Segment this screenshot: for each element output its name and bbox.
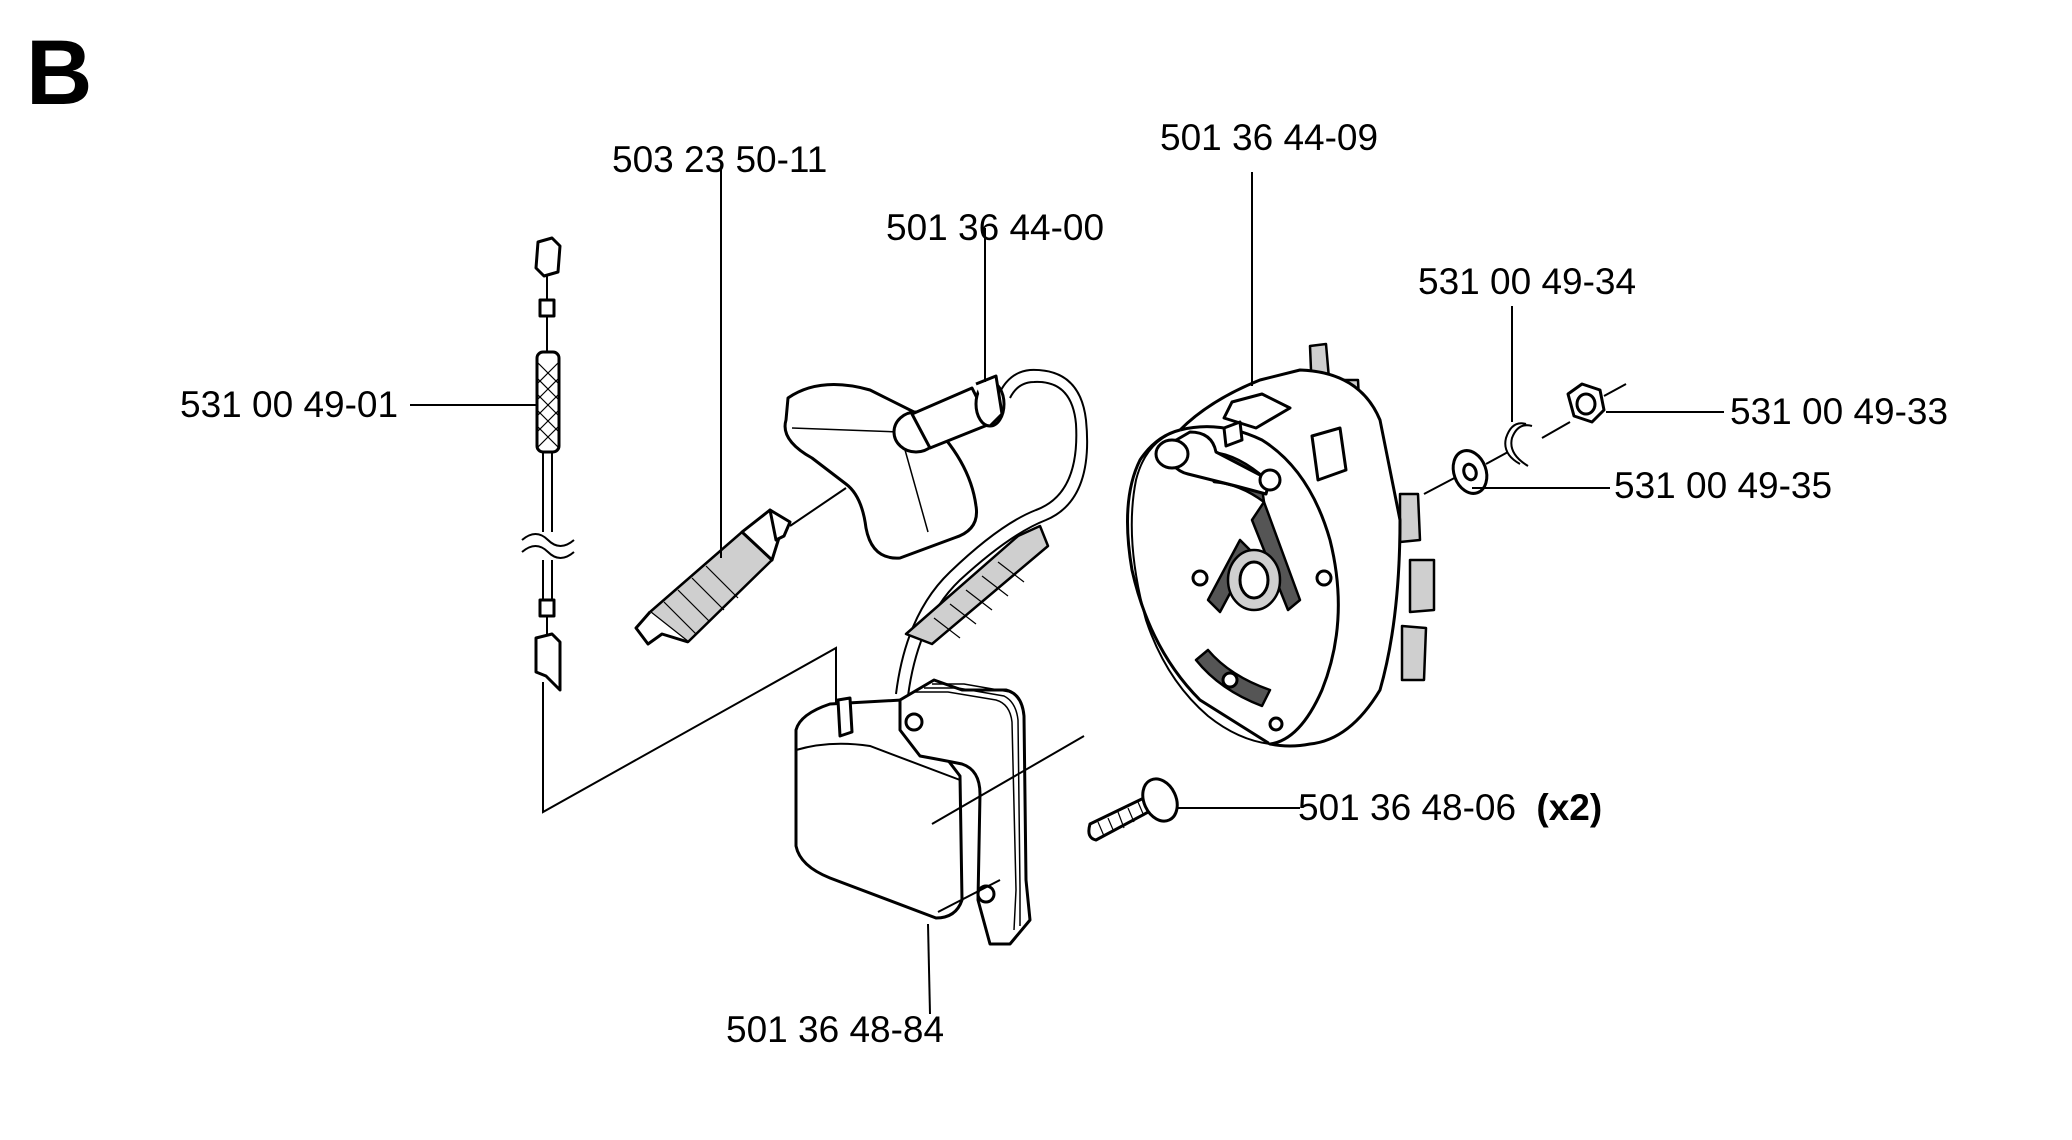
washer-drawing [1451, 449, 1610, 495]
part-label-flywheel: 501 36 44-09 [1160, 117, 1378, 158]
part-label-circlip: 531 00 49-34 [1418, 261, 1636, 302]
ignition-module-drawing [794, 678, 1085, 1015]
part-label-screw: 501 36 48-06 (x2) [1298, 787, 1602, 828]
part-label-spark-plug: 503 23 50-11 [612, 139, 827, 180]
part-label-nut: 531 00 49-33 [1730, 391, 1948, 432]
part-label-ignition-lead: 531 00 49-01 [180, 384, 398, 425]
circlip-drawing [1504, 306, 1571, 467]
nut-drawing [1566, 382, 1724, 424]
section-letter: B [26, 22, 92, 124]
part-label-spark-plug-cap: 501 36 44-00 [886, 207, 1104, 248]
part-label-ignition-module: 501 36 48-84 [726, 1009, 944, 1050]
screw-drawing [1087, 777, 1300, 842]
flywheel-drawing [1126, 172, 1463, 748]
part-number-screw: 501 36 48-06 [1298, 787, 1516, 828]
ignition-lead-drawing [410, 236, 837, 814]
spark-plug-drawing [634, 168, 847, 646]
part-quantity-screw: (x2) [1536, 787, 1602, 828]
part-label-washer: 531 00 49-35 [1614, 465, 1832, 506]
spark-plug-cap-drawing [783, 228, 1089, 697]
